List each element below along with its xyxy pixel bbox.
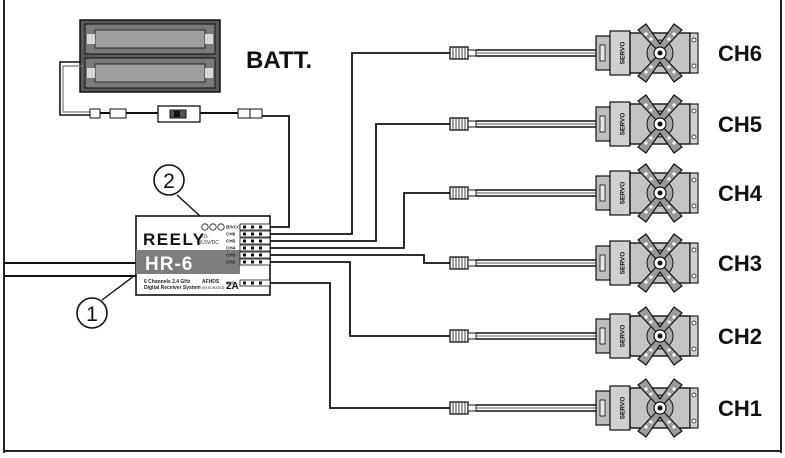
callout-2: [153, 164, 185, 196]
receiver-pin-label: CH6: [226, 232, 236, 237]
servo-plug: [449, 117, 477, 131]
servo-row-ch4: SERVO CH4: [449, 163, 763, 223]
receiver-pin-label: CH4: [226, 246, 236, 251]
channel-label-ch5: CH5: [718, 112, 762, 137]
receiver-model: HR-6: [145, 254, 193, 275]
servo: SERVO: [595, 306, 699, 366]
receiver-pin: CH1: [226, 279, 271, 287]
receiver-pin-label: CH1: [226, 281, 236, 286]
receiver-brand: REELY: [143, 230, 206, 249]
receiver-voltage-2: 6.5V/DC: [200, 240, 219, 246]
channel-label-ch1: CH1: [718, 396, 762, 421]
receiver-pin: CH6: [226, 230, 271, 238]
receiver-pin-label: CH3: [226, 253, 236, 258]
servo: SERVO: [595, 233, 699, 293]
callout-1-number: 1: [86, 303, 98, 326]
servo: SERVO: [595, 94, 699, 154]
wire-ch6: [270, 52, 450, 235]
servo-cable: [476, 189, 596, 197]
servo-plug: [449, 401, 477, 415]
servo-label: SERVO: [620, 397, 627, 420]
wire-ch5: [270, 123, 450, 242]
cert-icon: [209, 223, 217, 231]
cert-icon: [201, 223, 209, 231]
servo-row-ch6: SERVO CH6: [449, 23, 762, 83]
battery-label: BATT.: [246, 47, 312, 74]
callout-2-number: 2: [163, 170, 175, 193]
receiver-pin: CH4: [226, 244, 271, 252]
battery-pack: [79, 19, 221, 93]
wire-ch4: [270, 192, 450, 249]
receiver-pin-label: CH5: [226, 239, 236, 244]
servo: SERVO: [595, 163, 699, 223]
receiver-mode: 2A: [226, 281, 239, 292]
receiver-pin: CH5: [226, 237, 271, 245]
servo-row-ch2: SERVO CH2: [449, 306, 762, 366]
servo-label: SERVO: [620, 113, 627, 136]
wire-ch2: [270, 261, 450, 337]
wire-ch3: [270, 254, 450, 264]
channel-label-ch4: CH4: [718, 181, 763, 206]
servo-cable: [476, 49, 596, 57]
receiver-voltage-1: 4.0-: [200, 234, 209, 240]
servo-row-ch5: SERVO CH5: [449, 94, 762, 154]
receiver-model-band: [136, 250, 240, 274]
callout-1-leader: [101, 275, 135, 301]
cert-icon: [217, 223, 225, 231]
receiver-pin-label: CH2: [226, 260, 236, 265]
servo-cable: [476, 259, 596, 267]
receiver: REELY 4.0- 6.5V/DC HR-6 6 Channels 2.4 G…: [135, 215, 271, 296]
servo-plug: [449, 46, 477, 60]
receiver-pin: CH3: [226, 251, 271, 259]
servo-plug: [449, 186, 477, 200]
servo-cable: [476, 332, 596, 340]
battery-wire: [59, 61, 90, 116]
channel-wires: [270, 52, 450, 409]
servo-plug: [449, 256, 477, 270]
servo-label: SERVO: [620, 325, 627, 348]
servo-cable: [476, 120, 596, 128]
callout-2-leader: [176, 194, 201, 217]
switch-harness: [89, 105, 263, 123]
servo: SERVO: [595, 378, 699, 438]
servo: SERVO: [595, 23, 699, 83]
receiver-pin-label: B/VCC: [226, 225, 241, 230]
callout-1: [76, 297, 108, 329]
channel-label-ch6: CH6: [718, 41, 762, 66]
receiver-afhds-sub: INTEGRATED: [202, 286, 225, 290]
servo-label: SERVO: [620, 42, 627, 65]
receiver-pin: CH2: [226, 258, 271, 266]
servo-label: SERVO: [620, 252, 627, 275]
servo-cable: [476, 404, 596, 412]
servo-label: SERVO: [620, 182, 627, 205]
channel-label-ch3: CH3: [718, 251, 762, 276]
receiver-pin: B/VCC: [226, 223, 271, 231]
receiver-system-1: 6 Channels 2.4 GHz: [144, 279, 191, 285]
receiver-afhds: AFHDS: [202, 279, 220, 285]
servo-row-ch1: SERVO CH1: [449, 378, 762, 438]
channel-label-ch2: CH2: [718, 324, 762, 349]
servo-plug: [449, 329, 477, 343]
bvcc-wire: [262, 115, 290, 228]
servo-row-ch3: SERVO CH3: [449, 233, 762, 293]
receiver-system-2: Digital Receiver System: [144, 285, 201, 291]
wire-ch1: [270, 282, 450, 409]
